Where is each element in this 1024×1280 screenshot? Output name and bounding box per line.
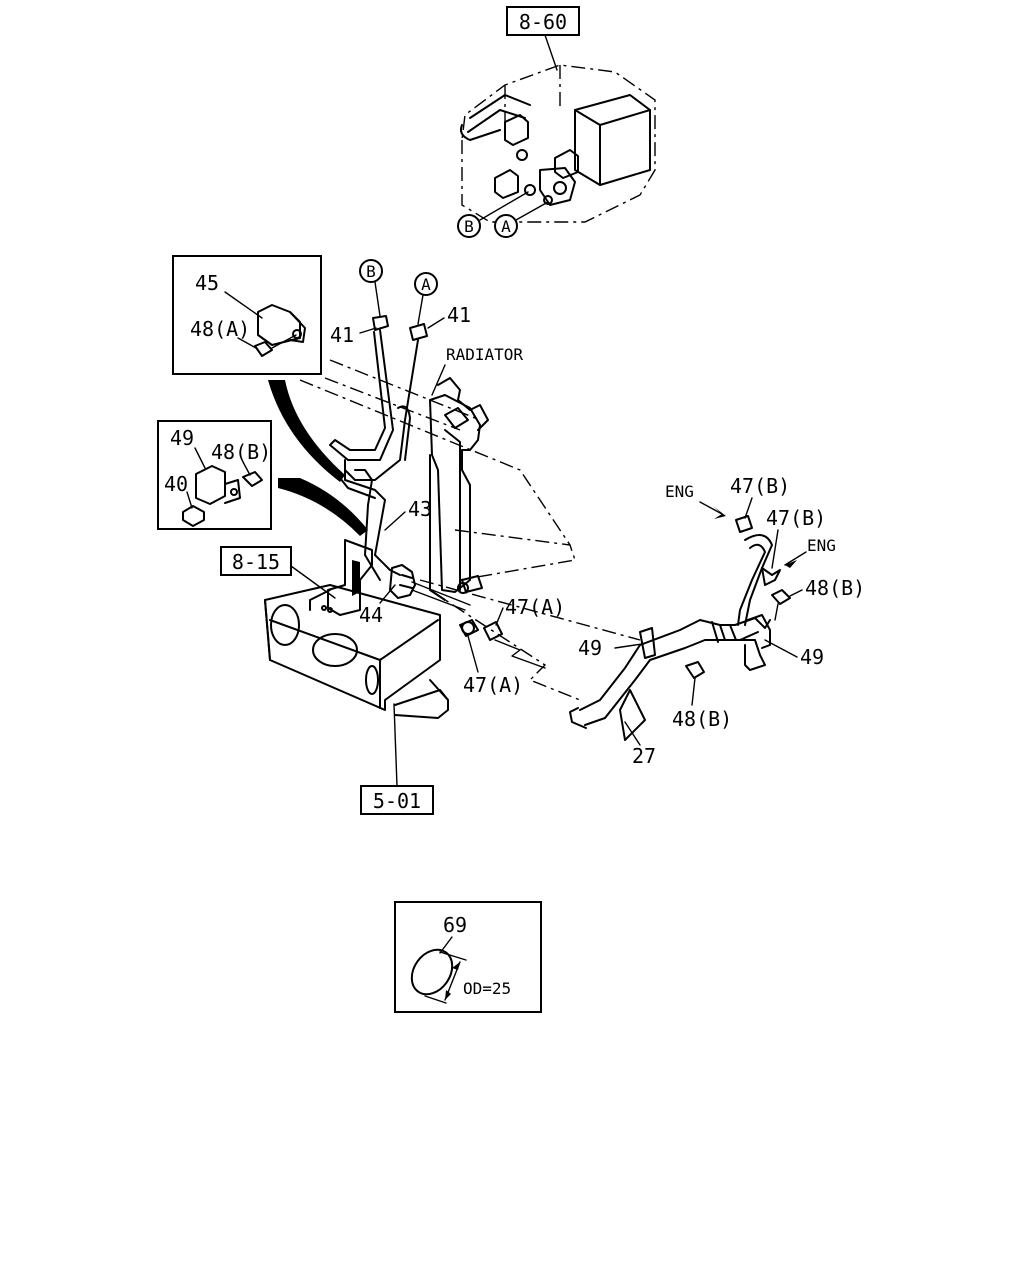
part-47a-label-lower: 47(A) (463, 673, 523, 697)
engine-hose-drawing: ENG 47(B) 47(B) ENG 48(B) 49 49 (569, 474, 865, 768)
inset-leaders (268, 380, 368, 536)
part-40-label: 40 (164, 472, 188, 496)
eng-label-lower: ENG (807, 536, 836, 555)
eng-label-upper: ENG (665, 482, 694, 501)
part-69-label: 69 (443, 913, 467, 937)
ref-5-01-label: 5-01 (373, 789, 421, 813)
part-47b-label-upper: 47(B) (730, 474, 790, 498)
part-48a-label-inset: 48(A) (190, 317, 250, 341)
inset-bracket-45: 45 48(A) (172, 255, 322, 375)
part-45-label: 45 (195, 271, 219, 295)
radiator-label: RADIATOR (446, 345, 523, 364)
part-43-label: 43 (408, 497, 432, 521)
heater-unit-drawing: 8-60 B A (457, 6, 656, 238)
radiator-drawing: B A 41 41 RADIATOR 43 (220, 259, 641, 815)
ref-8-15-label: 8-15 (232, 550, 280, 574)
part-48b-label-right: 48(B) (805, 576, 865, 600)
part-48b-label-lower: 48(B) (672, 707, 732, 731)
part-49-label-left: 49 (578, 636, 602, 660)
part-41-label-left: 41 (330, 323, 354, 347)
ref-8-60-label: 8-60 (519, 10, 567, 34)
circle-a-label-top: A (501, 217, 511, 236)
circle-a-label: A (421, 275, 431, 294)
part-41-label-right: 41 (447, 303, 471, 327)
part-48b-label-inset: 48(B) (211, 440, 271, 464)
part-47b-label-lower: 47(B) (766, 506, 826, 530)
part-49-label-inset: 49 (170, 426, 194, 450)
inset-bracket-49: 49 48(B) 40 (157, 420, 272, 530)
inset-plug-69: 69 OD=25 (394, 901, 542, 1013)
circle-b-label: B (366, 262, 376, 281)
part-27-label: 27 (632, 744, 656, 768)
circle-b-label-top: B (464, 217, 474, 236)
part-44-label: 44 (359, 603, 383, 627)
part-47a-label-upper: 47(A) (505, 595, 565, 619)
part-49-label-right: 49 (800, 645, 824, 669)
od-25-label: OD=25 (463, 979, 511, 998)
